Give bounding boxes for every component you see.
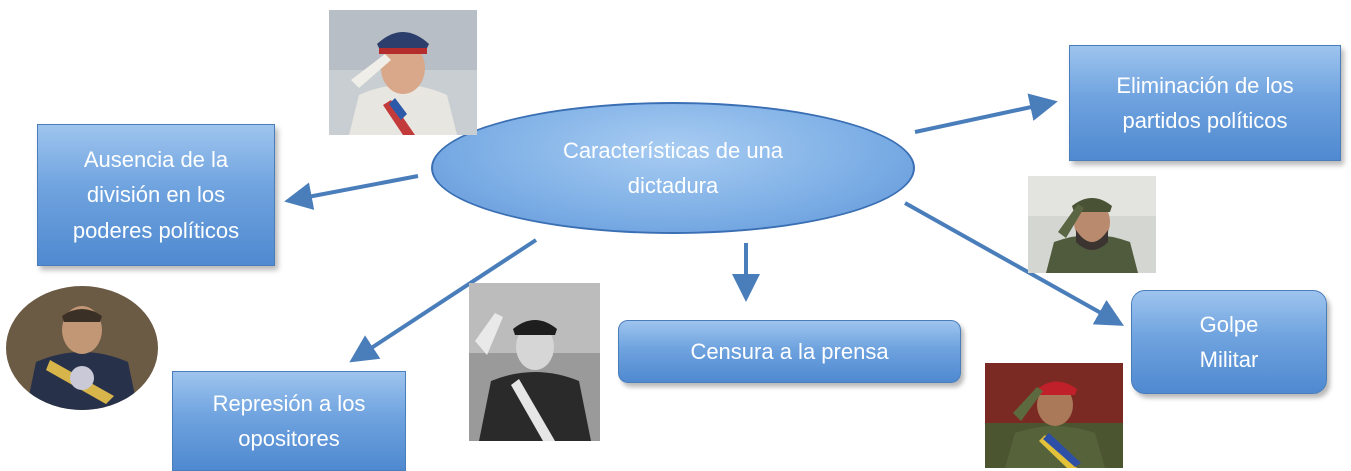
photo-general-saluting-top bbox=[329, 10, 477, 135]
node-represion-line-1: Represión a los bbox=[212, 390, 366, 416]
node-eliminacion-line-2: partidos políticos bbox=[1122, 108, 1288, 133]
arrow-to-ausencia bbox=[284, 174, 419, 211]
node-golpe-line-2: Militar bbox=[1199, 347, 1259, 372]
photo-medal-portrait-circle bbox=[6, 286, 158, 410]
node-censura: Censura a la prensa bbox=[618, 320, 961, 383]
center-line-2: dictadura bbox=[627, 173, 719, 198]
node-eliminacion-line-1: Eliminación de los bbox=[1116, 72, 1294, 98]
node-ausencia-line-1: Ausencia de la bbox=[83, 147, 229, 173]
node-censura-line-1: Censura a la prensa bbox=[690, 338, 889, 364]
node-golpe-line-1: Golpe bbox=[1199, 311, 1259, 337]
center-topic-ellipse: Características de una dictadura bbox=[431, 102, 915, 234]
center-line-1: Características de una bbox=[562, 137, 784, 163]
arrow-to-eliminacion bbox=[914, 93, 1058, 134]
arrow-to-represion bbox=[349, 238, 538, 363]
photo-peron-waving bbox=[469, 283, 600, 441]
node-represion-line-2: opositores bbox=[238, 426, 340, 451]
node-eliminacion: Eliminación de los partidos políticos bbox=[1069, 45, 1341, 161]
node-ausencia: Ausencia de la división en los poderes p… bbox=[37, 124, 275, 266]
photo-chavez-saluting bbox=[985, 363, 1123, 468]
node-ausencia-line-2: división en los bbox=[86, 182, 226, 208]
node-golpe: Golpe Militar bbox=[1131, 290, 1327, 394]
arrow-to-golpe bbox=[904, 201, 1124, 326]
node-ausencia-line-3: poderes políticos bbox=[72, 217, 240, 243]
node-represion: Represión a los opositores bbox=[172, 371, 406, 471]
photo-fidel-saluting bbox=[1028, 176, 1156, 273]
